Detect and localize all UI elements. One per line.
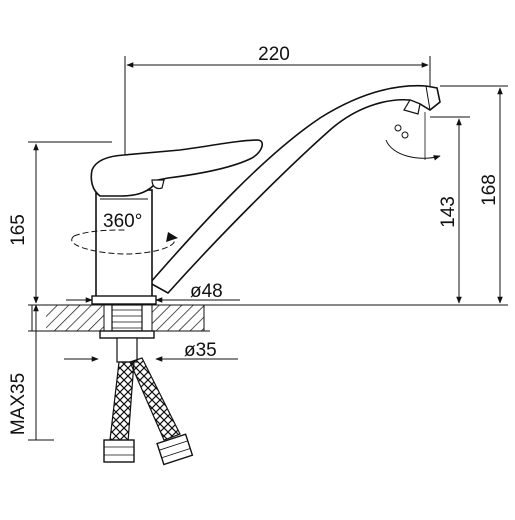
flexible-hose-left: [103, 361, 135, 463]
dimension-width: 220: [124, 44, 431, 150]
left-height-label: 165: [8, 214, 29, 246]
dimension-spout-height: 143: [430, 116, 470, 304]
threaded-shank: [99, 304, 155, 363]
spout-height-label: 143: [438, 196, 459, 228]
dimension-max-thickness: MAX35: [8, 304, 54, 441]
max-thickness-label: MAX35: [8, 373, 29, 435]
dimension-left-height: 165: [8, 141, 112, 304]
rotation-arrow: 360°: [71, 211, 178, 255]
shank-diameter-label: ø35: [184, 340, 217, 361]
dimension-base-diameter: ø48: [66, 281, 240, 303]
rotation-label: 360°: [103, 211, 142, 232]
width-label: 220: [258, 44, 290, 65]
base-diameter-label: ø48: [190, 281, 223, 302]
total-height-label: 168: [479, 174, 500, 206]
spout: [148, 84, 441, 295]
aerator-rotation-icon: [385, 112, 441, 161]
faucet-body: [91, 189, 157, 305]
dimension-shank-diameter: ø35: [64, 340, 238, 362]
lever-handle: [90, 139, 264, 197]
worktop-section: [28, 304, 508, 332]
dimension-total-height: 168: [440, 85, 508, 304]
flexible-hose-right: [129, 357, 194, 466]
